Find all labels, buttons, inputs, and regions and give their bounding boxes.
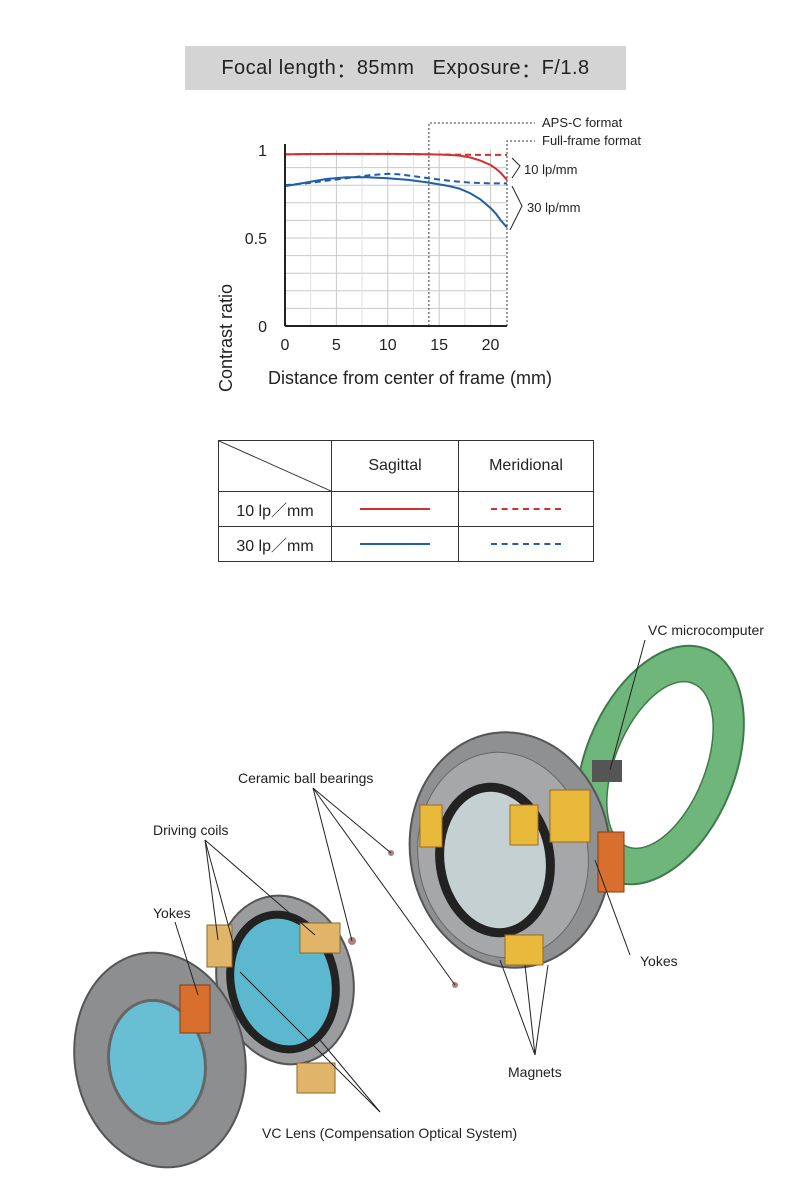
magnet <box>504 934 544 966</box>
magnet-assembly <box>408 731 625 969</box>
diagonal-divider <box>219 441 331 491</box>
apsc-marker <box>428 122 535 326</box>
x-tick-label: 5 <box>332 337 341 354</box>
fullframe-label: Full-frame format <box>542 133 641 148</box>
chart-axes: 0 5 10 15 20 0 0.5 1 <box>245 143 507 354</box>
label-magnets: Magnets <box>508 1064 562 1080</box>
row-30lp-label: 30 lp／mm <box>218 526 332 562</box>
magnet <box>549 789 591 843</box>
bracket-10 <box>511 157 521 179</box>
series-line <box>284 152 508 181</box>
chart-grid <box>285 150 507 326</box>
focal-length-value: 85mm <box>356 56 415 79</box>
label-yokes-right: Yokes <box>640 953 678 969</box>
series-line <box>284 176 508 229</box>
fullframe-marker <box>506 140 535 326</box>
base-plate <box>73 951 247 1169</box>
y-tick-label: 0 <box>258 319 267 336</box>
row-10lp-label: 10 lp／mm <box>218 491 332 527</box>
table-corner-cell <box>218 440 332 492</box>
line-sample-10-sagittal <box>360 507 430 510</box>
label-yokes-left: Yokes <box>153 905 191 921</box>
title-colon-2: ： <box>521 59 542 82</box>
x-tick-label: 10 <box>379 337 397 354</box>
series-line <box>284 153 507 156</box>
apsc-label: APS-C format <box>542 115 623 130</box>
yoke-right <box>597 831 625 893</box>
label-driving-coils: Driving coils <box>153 822 228 838</box>
vc-exploded-diagram: VC microcomputer Ceramic ball bearings D… <box>73 622 764 1169</box>
sample-30-sagittal <box>331 526 459 562</box>
driving-coil <box>296 1062 336 1094</box>
x-axis-label: Distance from center of frame (mm) <box>268 368 552 388</box>
y-tick-label: 0.5 <box>245 231 267 248</box>
bracket-30 <box>509 185 523 231</box>
bracket-10-label: 10 lp/mm <box>524 162 577 177</box>
microcomputer-chip <box>592 760 622 782</box>
magnet <box>509 804 539 846</box>
series-line <box>284 172 507 187</box>
meridional-header: Meridional <box>458 440 594 492</box>
exposure-label: Exposure <box>432 56 522 79</box>
bracket-30-label: 30 lp/mm <box>527 200 580 215</box>
yoke-left <box>179 984 211 1034</box>
title-spacer <box>414 57 432 80</box>
label-vc-microcomputer: VC microcomputer <box>648 622 764 638</box>
title-colon-1: ： <box>336 59 357 82</box>
chart-series <box>284 152 508 229</box>
sample-30-meridional <box>458 526 594 562</box>
sagittal-header: Sagittal <box>331 440 459 492</box>
magnet <box>419 804 443 848</box>
legend-table: Sagittal Meridional 10 lp／mm 30 lp／mm <box>218 440 594 562</box>
driving-coil <box>206 924 233 968</box>
x-tick-label: 0 <box>281 337 290 354</box>
label-vc-lens: VC Lens (Compensation Optical System) <box>262 1125 517 1141</box>
exposure-value: F/1.8 <box>541 56 590 79</box>
focal-length-label: Focal length <box>221 56 337 79</box>
y-tick-label: 1 <box>258 143 267 160</box>
vc-lens-carrier <box>206 850 458 1094</box>
label-ceramic-ball-bearings: Ceramic ball bearings <box>238 770 373 786</box>
sample-10-sagittal <box>331 491 459 527</box>
leader-lines <box>174 639 646 1113</box>
chart-title-banner: Focal length：85mm Exposure：F/1.8 <box>185 46 626 90</box>
sample-10-meridional <box>458 491 594 527</box>
x-tick-label: 15 <box>430 337 448 354</box>
x-tick-label: 20 <box>482 337 500 354</box>
vc-microcomputer-board <box>575 644 745 886</box>
line-sample-10-meridional <box>491 507 561 510</box>
line-sample-30-sagittal <box>360 542 430 545</box>
y-axis-label: Contrast ratio <box>216 284 236 392</box>
line-sample-30-meridional <box>491 542 561 545</box>
